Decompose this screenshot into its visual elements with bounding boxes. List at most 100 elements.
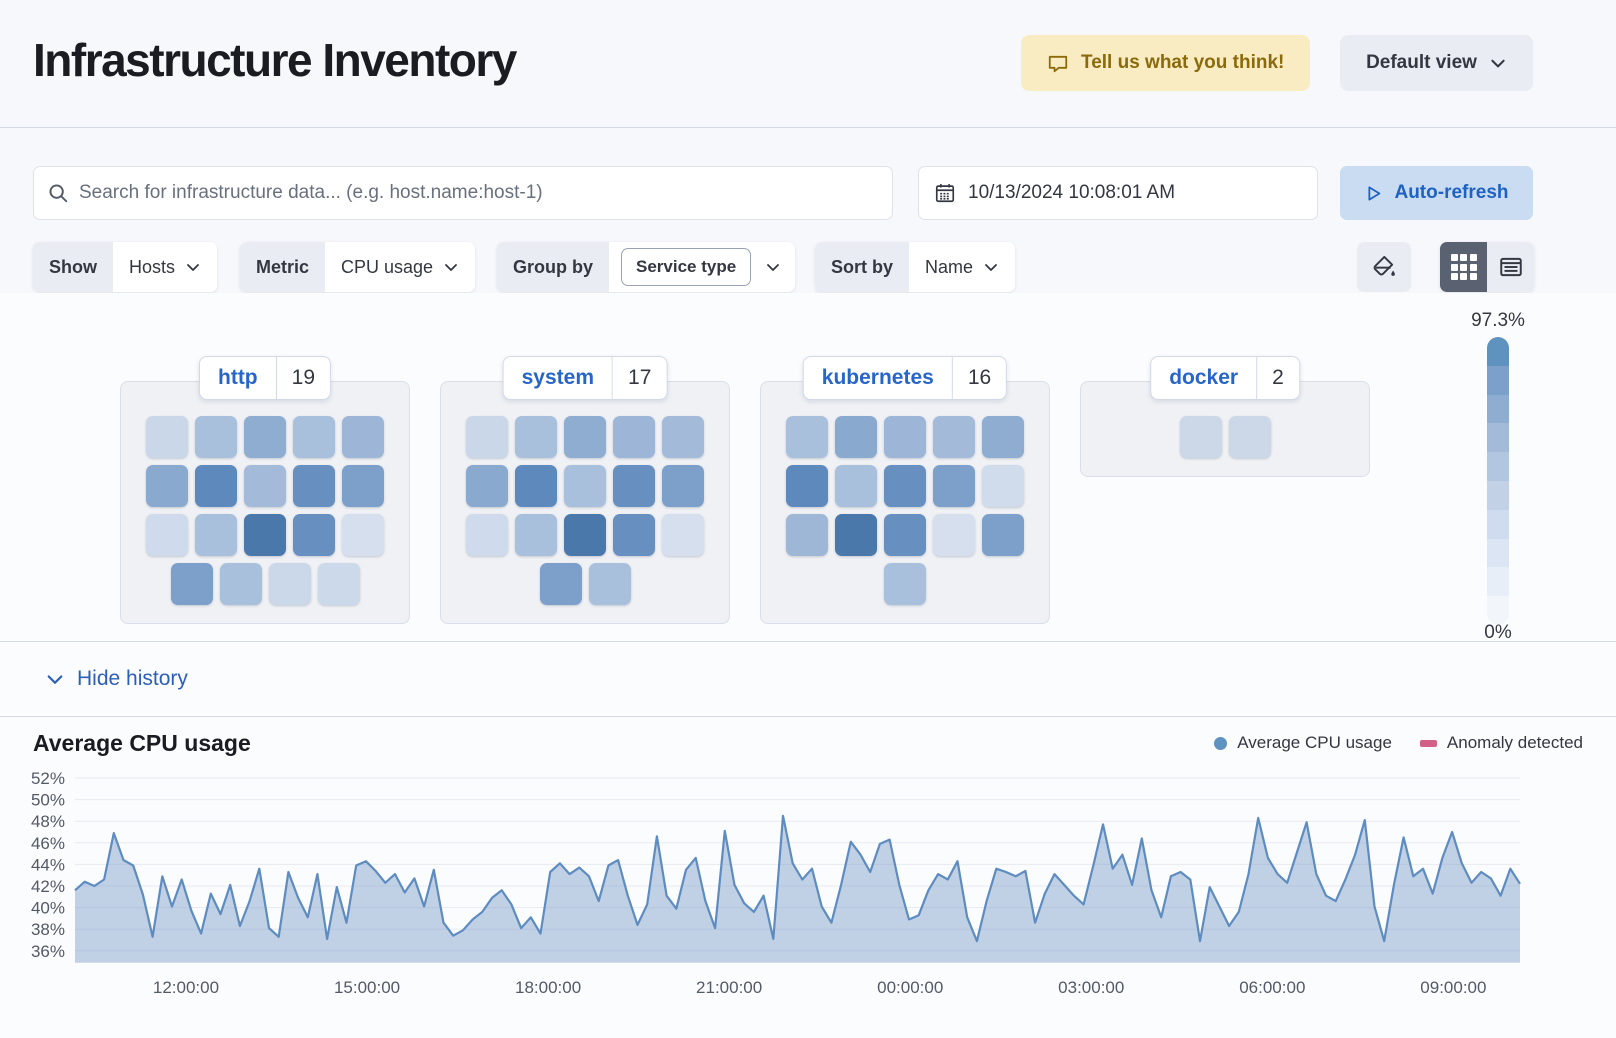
date-picker[interactable]: 10/13/2024 10:08:01 AM [918,166,1318,220]
host-tile[interactable] [662,514,704,556]
host-tile[interactable] [613,465,655,507]
host-tile[interactable] [195,465,237,507]
host-tile[interactable] [466,416,508,458]
svg-text:38%: 38% [31,920,65,939]
host-tile[interactable] [539,563,582,605]
map-view-toggle[interactable] [1440,242,1487,292]
search-icon [47,182,69,204]
group-count: 19 [275,357,330,399]
host-tile[interactable] [293,416,335,458]
legend-item-anomaly[interactable]: Anomaly detected [1419,733,1583,753]
saved-view-selector[interactable]: Default view [1340,35,1533,91]
host-tile[interactable] [786,514,828,556]
host-tile[interactable] [293,514,335,556]
metric-filter-value[interactable]: CPU usage [325,242,476,292]
svg-text:52%: 52% [31,769,65,788]
host-tile[interactable] [293,465,335,507]
host-tile[interactable] [835,416,877,458]
chevron-down-icon [445,264,457,271]
host-tile[interactable] [884,465,926,507]
host-tile[interactable] [613,416,655,458]
host-tile[interactable] [515,416,557,458]
host-tile[interactable] [515,514,557,556]
host-tile[interactable] [884,563,926,605]
scale-max-label: 97.3% [1471,310,1525,331]
host-tile[interactable] [564,514,606,556]
host-tile[interactable] [268,563,311,605]
chevron-down-icon [1489,54,1507,72]
svg-text:46%: 46% [31,834,65,853]
show-filter-value[interactable]: Hosts [113,242,218,292]
host-tile[interactable] [662,465,704,507]
chevron-down-icon [985,264,997,271]
group-name-link[interactable]: http [217,366,258,389]
host-tile[interactable] [662,416,704,458]
group-name-link[interactable]: kubernetes [821,366,934,389]
group-name-link[interactable]: docker [1169,366,1239,389]
host-tile[interactable] [786,465,828,507]
host-tile[interactable] [317,563,360,605]
host-tile[interactable] [244,514,286,556]
group-box-http: http 19 [120,356,410,624]
group-name-link[interactable]: system [521,366,595,389]
host-tile[interactable] [786,416,828,458]
host-tile[interactable] [933,416,975,458]
search-bar[interactable] [33,166,893,220]
host-tile[interactable] [170,563,213,605]
host-tile[interactable] [1179,416,1222,458]
host-tile[interactable] [982,416,1024,458]
host-tile[interactable] [342,465,384,507]
host-tile[interactable] [466,465,508,507]
auto-refresh-button[interactable]: Auto-refresh [1340,166,1533,220]
groupby-caret[interactable] [751,242,795,292]
host-tile[interactable] [244,416,286,458]
legend-item-cpu[interactable]: Average CPU usage [1214,733,1392,753]
host-tile[interactable] [146,514,188,556]
sortby-filter-value[interactable]: Name [909,242,1016,292]
host-tile[interactable] [835,514,877,556]
host-tile[interactable] [564,465,606,507]
feedback-button[interactable]: Tell us what you think! [1021,35,1311,91]
host-tile[interactable] [933,465,975,507]
history-chart-section: Average CPU usage Average CPU usage Anom… [0,717,1616,1038]
show-filter-label: Show [33,242,113,292]
host-tile[interactable] [342,514,384,556]
host-tile[interactable] [466,514,508,556]
host-tile[interactable] [835,465,877,507]
group-box-kubernetes: kubernetes 16 [760,356,1050,624]
host-tile[interactable] [146,465,188,507]
host-tile[interactable] [195,514,237,556]
host-tile[interactable] [195,416,237,458]
host-tile[interactable] [884,514,926,556]
calendar-icon [934,182,956,204]
view-mode-toggle [1440,242,1534,292]
table-view-toggle[interactable] [1487,242,1534,292]
host-tile[interactable] [342,416,384,458]
page-header: Infrastructure Inventory Tell us what yo… [0,0,1616,128]
groupby-filter-chip[interactable]: Service type [621,248,752,286]
hide-history-toggle[interactable]: Hide history [45,667,188,691]
grid-icon [1450,254,1477,280]
host-tile[interactable] [982,514,1024,556]
host-tile[interactable] [982,465,1024,507]
group-count: 16 [951,357,1006,399]
host-tile[interactable] [884,416,926,458]
host-tile[interactable] [146,416,188,458]
svg-text:36%: 36% [31,942,65,961]
host-tile[interactable] [933,514,975,556]
host-tile[interactable] [1228,416,1271,458]
host-tile[interactable] [219,563,262,605]
host-tile[interactable] [515,465,557,507]
color-palette-button[interactable] [1357,242,1411,292]
metric-filter-label: Metric [240,242,326,292]
host-tile[interactable] [244,465,286,507]
host-tile[interactable] [613,514,655,556]
host-tile[interactable] [564,416,606,458]
history-bar: Hide history [0,641,1616,717]
svg-text:00:00:00: 00:00:00 [877,978,943,997]
host-tile[interactable] [588,563,631,605]
search-input[interactable] [79,182,879,204]
